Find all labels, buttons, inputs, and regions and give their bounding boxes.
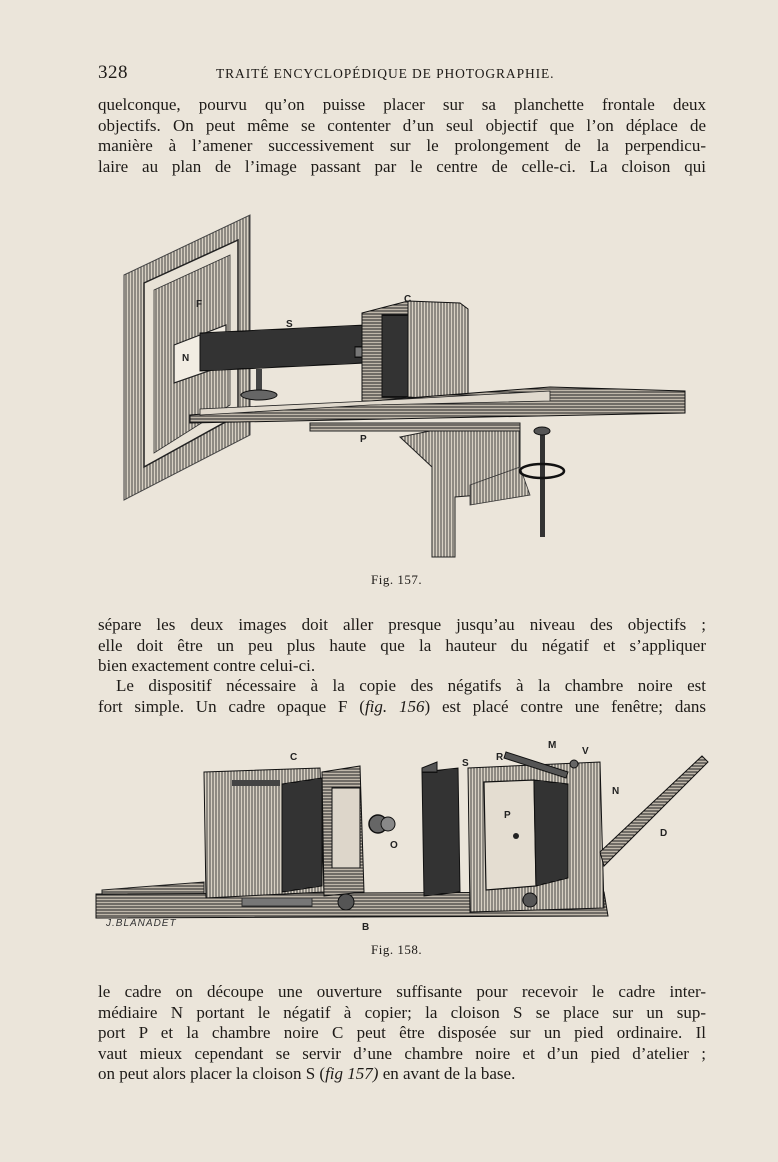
text-line: Le dispositif nécessaire à la copie des … — [116, 676, 706, 695]
text-line: objectifs. On peut même se contenter d’u… — [98, 115, 706, 135]
figure-label: O — [390, 840, 398, 851]
text-line: bien exactement contre celui-ci. — [98, 656, 316, 675]
figure-label: S — [286, 319, 293, 330]
text-line: laire au plan de l’image passant par le … — [98, 156, 706, 176]
text-line: sépare les deux images doit aller presqu… — [98, 615, 706, 634]
figure-label: V — [582, 746, 589, 757]
figure-158-illustration: C S R M V N P O D B J.BLANADET — [95, 740, 709, 932]
running-head: 328 TRAITÉ ENCYCLOPÉDIQUE DE PHOTOGRAPHI… — [98, 62, 706, 86]
paragraph-1: quelconque, pourvu qu’on puisse placer s… — [98, 95, 706, 177]
paragraph-4: le cadre on découpe une ouverture suffis… — [98, 982, 706, 1085]
figure-label: P — [504, 810, 511, 821]
figure-reference: fig. 156 — [364, 696, 425, 716]
figure-label: F — [196, 299, 202, 310]
figure-label: S — [462, 758, 469, 769]
figure-label: N — [182, 353, 189, 364]
figure-label: P — [360, 434, 367, 445]
text-line: elle doit être un peu plus haute que la … — [98, 635, 706, 655]
text-line: manière à l’amener successivement sur le… — [98, 136, 706, 155]
figure-label: B — [362, 922, 369, 932]
text-segment: ) est placé contre une fenêtre; dans — [424, 696, 706, 716]
text-segment: on peut alors placer la cloison S ( — [98, 1064, 326, 1083]
figure-158-caption: Fig. 158. — [371, 942, 423, 957]
figure-157-caption: Fig. 157. — [371, 572, 423, 587]
text-segment: en avant de la base. — [378, 1064, 516, 1083]
text-line: quelconque, pourvu qu’on puisse placer s… — [98, 95, 706, 114]
figure-label: R — [496, 752, 504, 763]
figure-157-illustration: F S C N P — [123, 214, 686, 558]
text-line: fort simple. Un cadre opaque F (fig. 156… — [98, 697, 706, 718]
figure-label: C — [404, 294, 411, 305]
paragraph-2: sépare les deux images doit aller presqu… — [98, 615, 706, 677]
text-line: médiaire N portant le négatif à copier; … — [98, 1002, 706, 1022]
figure-label: N — [612, 786, 619, 797]
figure-label: C — [290, 752, 297, 763]
paragraph-3: Le dispositif nécessaire à la copie des … — [98, 676, 706, 717]
figure-label: M — [548, 740, 556, 751]
figure-reference: fig 157) — [325, 1064, 379, 1083]
text-line: on peut alors placer la cloison S (fig 1… — [98, 1064, 706, 1085]
text-line: vaut mieux cependant se servir d’une cha… — [98, 1043, 706, 1063]
page-number: 328 — [98, 62, 128, 83]
text-segment: fort simple. Un cadre opaque F ( — [98, 696, 365, 716]
engraver-signature: J.BLANADET — [105, 918, 177, 929]
running-title: TRAITÉ ENCYCLOPÉDIQUE DE PHOTOGRAPHIE. — [216, 66, 555, 81]
text-line: le cadre on découpe une ouverture suffis… — [98, 982, 706, 1001]
text-line: port P et la chambre noire C peut être d… — [98, 1023, 706, 1042]
figure-label: D — [660, 828, 667, 839]
